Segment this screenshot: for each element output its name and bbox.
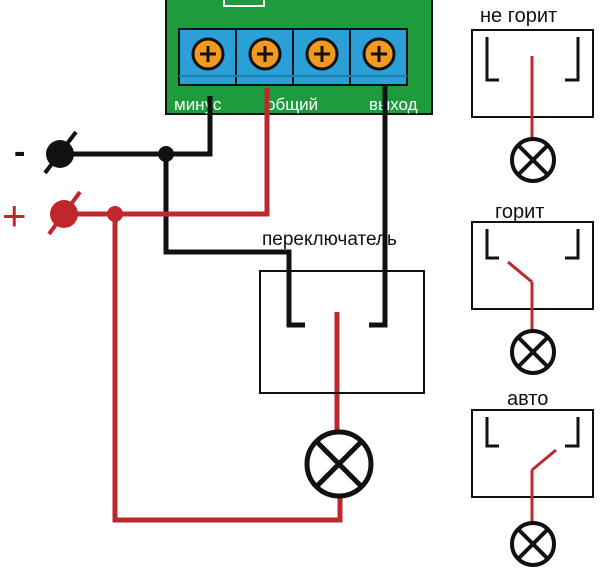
terminal-label-common: общий bbox=[266, 95, 318, 114]
mode-on: горит bbox=[471, 201, 594, 375]
terminal-screw-icon bbox=[305, 37, 339, 71]
junction-dot-red bbox=[107, 206, 123, 222]
minus-terminal: - bbox=[14, 130, 78, 175]
plus-to-lamp-wire bbox=[112, 214, 343, 523]
minus-to-switch-wire bbox=[163, 154, 305, 328]
plus-wire bbox=[62, 88, 270, 217]
minus-sign: - bbox=[14, 133, 25, 171]
terminal-screw-icon bbox=[248, 37, 282, 71]
red-wires bbox=[62, 88, 343, 523]
mode-auto-lamp-icon bbox=[510, 521, 556, 567]
mode-on-label: горит bbox=[495, 201, 544, 223]
plus-terminal: + bbox=[2, 190, 82, 239]
mode-on-lamp-icon bbox=[510, 329, 556, 375]
mode-auto: авто bbox=[471, 388, 594, 567]
terminal-label-output: выход bbox=[369, 95, 418, 114]
main-lamp-icon bbox=[304, 429, 374, 499]
mode-off-lamp-icon bbox=[510, 137, 556, 183]
mode-off-label: не горит bbox=[480, 5, 557, 27]
terminal-screw-icon bbox=[362, 37, 396, 71]
mode-off: не горит bbox=[471, 5, 594, 183]
junction-dot-black bbox=[158, 146, 174, 162]
terminal-label-minus: минус bbox=[174, 95, 222, 114]
controller-board: минус общий выход bbox=[165, 0, 433, 115]
switch-label: переключатель bbox=[262, 229, 397, 250]
switch-box bbox=[259, 270, 425, 394]
plus-sign: + bbox=[2, 192, 27, 239]
main-switch: переключатель bbox=[259, 229, 425, 394]
board-top-marker bbox=[223, 0, 265, 7]
black-wires bbox=[60, 86, 388, 328]
terminal-screw-icon bbox=[191, 37, 225, 71]
output-to-switch-wire bbox=[369, 86, 388, 328]
mode-auto-label: авто bbox=[507, 388, 548, 410]
minus-wire bbox=[60, 96, 213, 157]
